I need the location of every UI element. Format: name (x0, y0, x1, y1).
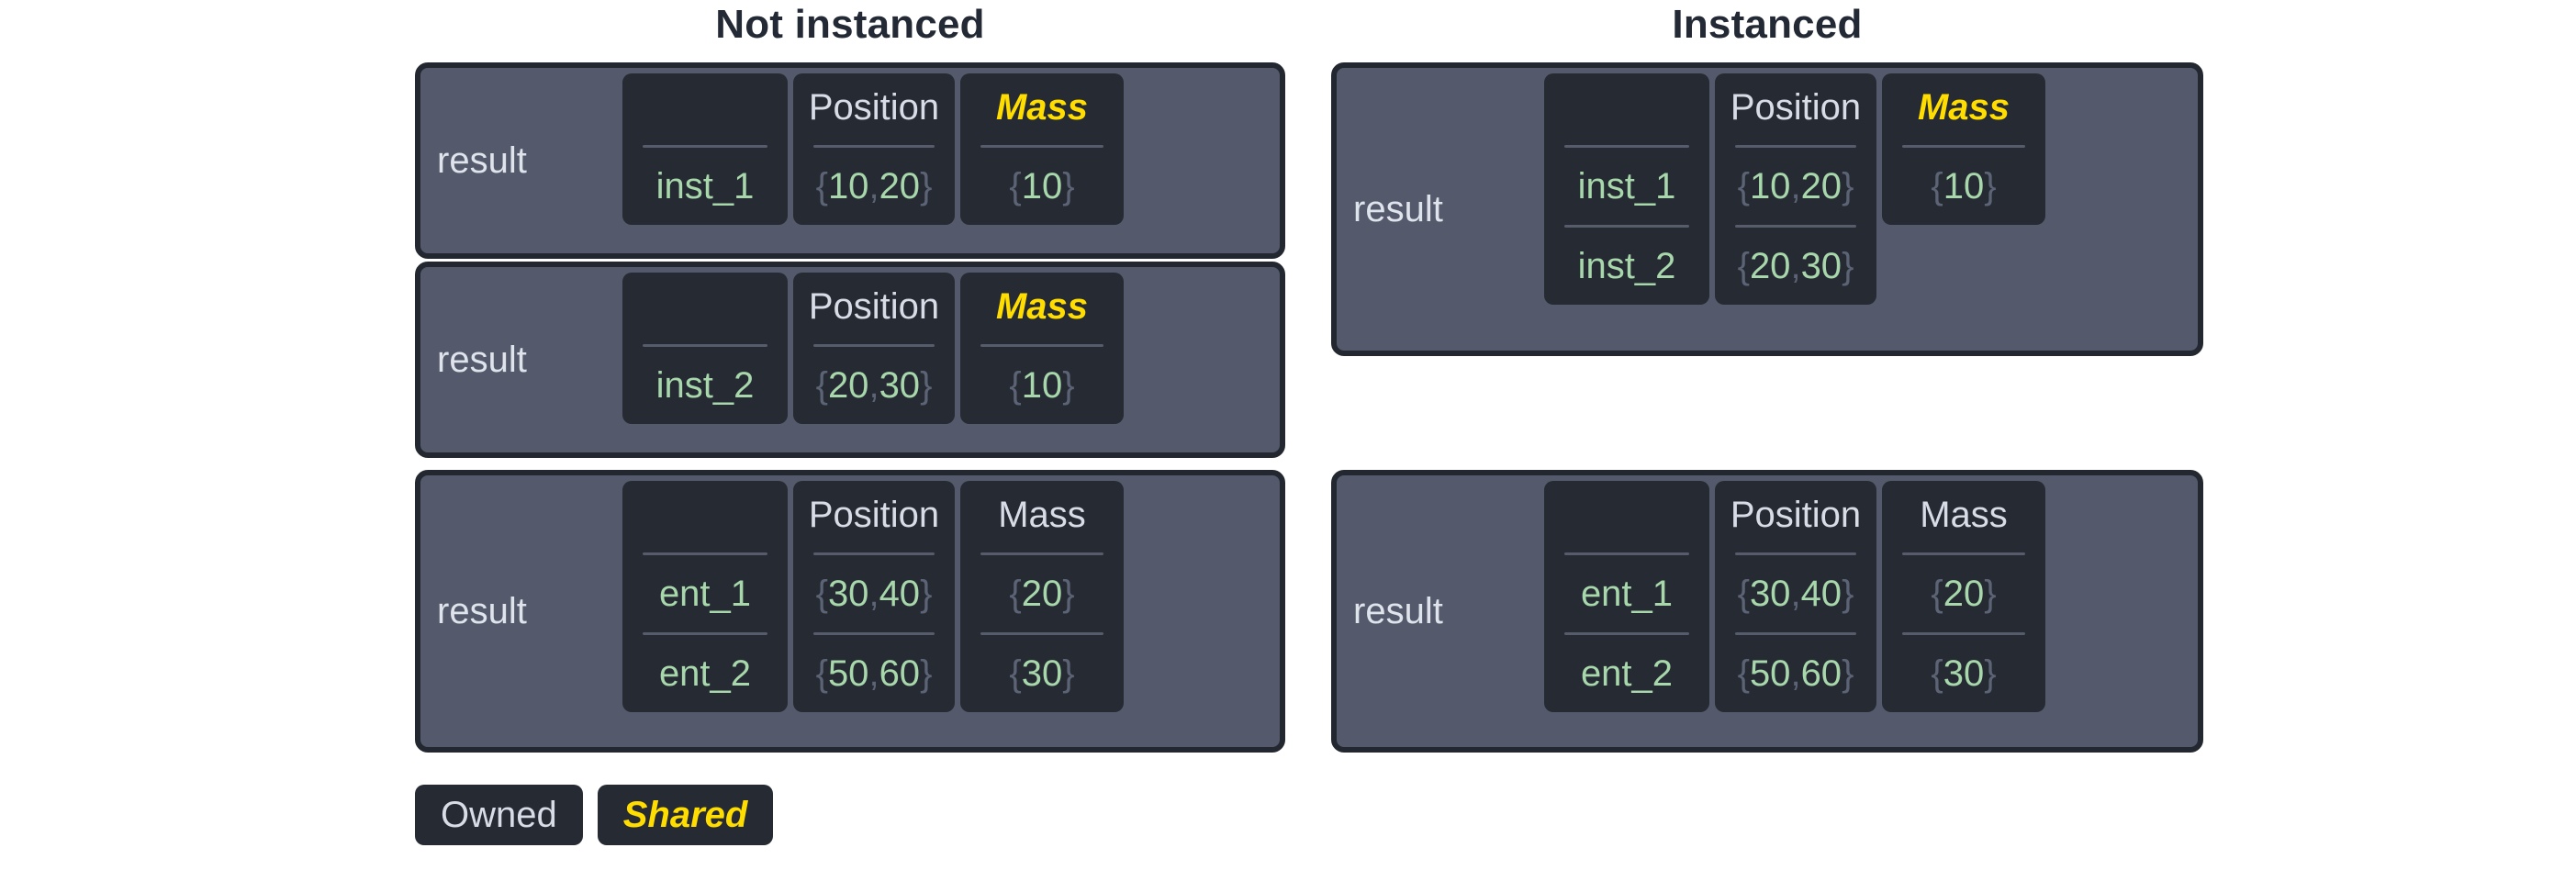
column-title-not-instanced: Not instanced (715, 2, 985, 47)
component-column-position: Position {20, 30} (793, 273, 955, 424)
column-header: Position (808, 86, 940, 128)
row-separator (1902, 632, 2025, 635)
row-separator (643, 145, 767, 148)
column-header: Mass (1920, 494, 2008, 535)
column-header: Position (808, 494, 940, 535)
row-separator (1735, 145, 1856, 148)
row-separator (643, 632, 767, 635)
row-separator (813, 145, 935, 148)
entity-id-column: inst_1 inst_2 (1544, 73, 1709, 305)
panel-label-result: result (1353, 188, 1443, 229)
component-column-mass: Mass {20} {30} (960, 481, 1124, 712)
column-header: Position (1730, 494, 1862, 535)
legend-chip-owned: Owned (415, 785, 583, 845)
entity-id-column: ent_1 ent_2 (622, 481, 788, 712)
cell-value: ent_1 (1580, 573, 1674, 614)
cell-value: {10} (1931, 165, 1997, 206)
row-separator (813, 344, 935, 347)
panel-columns: inst_1 Position {10, 20} Mass {10} (622, 68, 1280, 253)
column-header (622, 486, 788, 543)
cell-value: {50, 60} (1737, 652, 1854, 694)
row-separator (1564, 632, 1689, 635)
cell-value: inst_1 (1577, 165, 1676, 206)
archetype-panel-instanced-0: result inst_1 inst_2 Position {10, 20} {20, … (1331, 62, 2203, 356)
column-header: Position (1730, 86, 1862, 128)
archetype-panel-not-instanced-0: result inst_1 Position {10, 20} Mass {10} (415, 62, 1285, 259)
cell-value: {30, 40} (815, 573, 933, 614)
cell-value: {20} (1009, 573, 1075, 614)
column-header: Position (808, 285, 940, 327)
cell-value: inst_1 (655, 165, 755, 206)
panel-label-result: result (437, 339, 527, 380)
row-separator (1564, 225, 1689, 228)
panel-label-result: result (437, 590, 527, 631)
legend: Owned Shared (415, 785, 774, 845)
column-header: Mass (998, 494, 1086, 535)
panel-columns: inst_1 inst_2 Position {10, 20} {20, 30} Mass… (1544, 68, 2198, 351)
row-separator (1902, 552, 2025, 555)
component-column-mass: Mass {10} (960, 73, 1124, 225)
panel-label-result: result (1353, 590, 1443, 631)
component-column-mass: Mass {10} (1882, 73, 2045, 225)
row-separator (980, 145, 1103, 148)
component-column-position: Position {10, 20} (793, 73, 955, 225)
archetype-panel-not-instanced-2: result ent_1 ent_2 Position {30, 40} {50, 60… (415, 470, 1285, 753)
cell-value: {30, 40} (1737, 573, 1854, 614)
column-header: Mass (995, 285, 1089, 327)
column-header (1544, 79, 1709, 136)
cell-value: {20} (1931, 573, 1997, 614)
entity-id-column: inst_1 (622, 73, 788, 225)
cell-value: {50, 60} (815, 652, 933, 694)
row-separator (643, 552, 767, 555)
row-separator (1564, 552, 1689, 555)
cell-value: {10, 20} (1737, 165, 1854, 206)
column-header (1544, 486, 1709, 543)
row-separator (1735, 225, 1856, 228)
component-column-mass: Mass {20} {30} (1882, 481, 2045, 712)
cell-value: {10, 20} (815, 165, 933, 206)
cell-value: {20, 30} (1737, 245, 1854, 286)
cell-value: ent_1 (658, 573, 752, 614)
panel-columns: inst_2 Position {20, 30} Mass {10} (622, 267, 1280, 452)
row-separator (1735, 632, 1856, 635)
panel-columns: ent_1 ent_2 Position {30, 40} {50, 60} Mass {2… (1544, 475, 2198, 747)
column-header (622, 79, 788, 136)
row-separator (813, 552, 935, 555)
cell-value: inst_2 (655, 364, 755, 406)
row-separator (980, 632, 1103, 635)
panel-label-result: result (437, 139, 527, 181)
row-separator (1564, 145, 1689, 148)
entity-id-column: inst_2 (622, 273, 788, 424)
cell-value: {20, 30} (815, 364, 933, 406)
component-column-position: Position {30, 40} {50, 60} (1715, 481, 1876, 712)
row-separator (813, 632, 935, 635)
cell-value: ent_2 (1580, 652, 1674, 694)
component-column-position: Position {10, 20} {20, 30} (1715, 73, 1876, 305)
archetype-panel-not-instanced-1: result inst_2 Position {20, 30} Mass {10} (415, 262, 1285, 458)
column-title-instanced: Instanced (1672, 2, 1863, 47)
legend-chip-shared: Shared (597, 785, 774, 845)
cell-value: ent_2 (658, 652, 752, 694)
archetype-panel-instanced-1: result ent_1 ent_2 Position {30, 40} {50, 60… (1331, 470, 2203, 753)
panel-columns: ent_1 ent_2 Position {30, 40} {50, 60} Mass {2… (622, 475, 1280, 747)
component-column-mass: Mass {10} (960, 273, 1124, 424)
cell-value: {10} (1009, 165, 1075, 206)
column-header: Mass (995, 86, 1089, 128)
cell-value: {10} (1009, 364, 1075, 406)
column-header: Mass (1917, 86, 2010, 128)
column-header (622, 278, 788, 335)
row-separator (643, 344, 767, 347)
cell-value: {30} (1931, 652, 1997, 694)
cell-value: inst_2 (1577, 245, 1676, 286)
row-separator (1735, 552, 1856, 555)
row-separator (980, 552, 1103, 555)
cell-value: {30} (1009, 652, 1075, 694)
component-column-position: Position {30, 40} {50, 60} (793, 481, 955, 712)
row-separator (1902, 145, 2025, 148)
entity-id-column: ent_1 ent_2 (1544, 481, 1709, 712)
row-separator (980, 344, 1103, 347)
